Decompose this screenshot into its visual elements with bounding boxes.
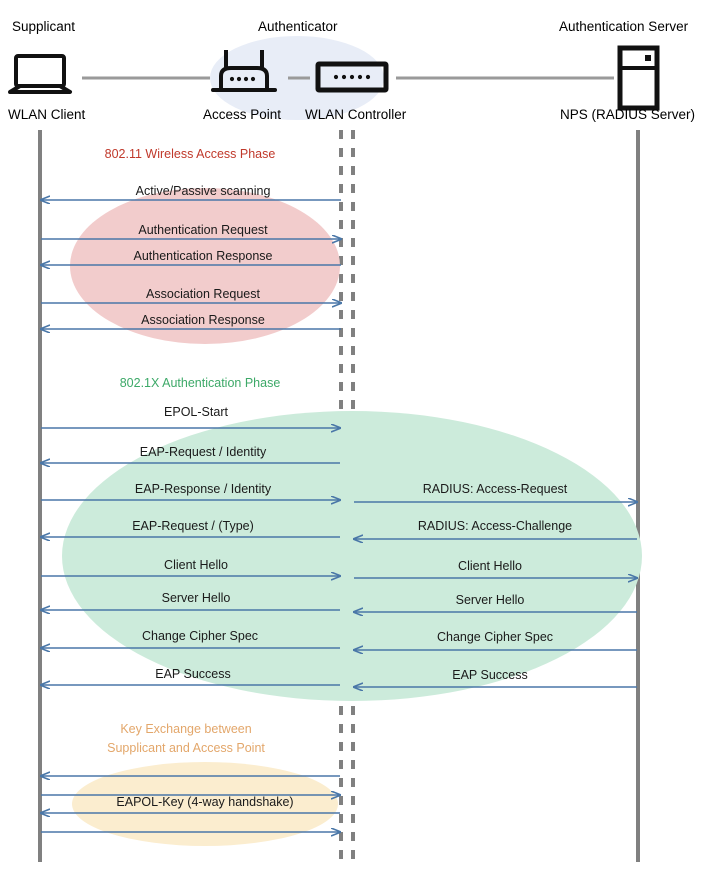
msg-label-eap-success-left: EAP Success (155, 667, 231, 681)
msg-label-server-hello-right: Server Hello (455, 593, 525, 607)
node-label-access-point: Access Point (203, 107, 282, 122)
msg-label-change-cipher-spec-right: Change Cipher Spec (436, 630, 554, 644)
phase-title-8021x: 802.1X Authentication Phase (119, 376, 281, 390)
msg-label-association-request: Association Request (146, 287, 260, 301)
msg-label-eap-success-right: EAP Success (452, 668, 528, 682)
msg-label-eap-request-identity: EAP-Request / Identity (139, 445, 267, 459)
phase-keyexchange-ellipse (72, 762, 338, 846)
msg-label-authentication-response: Authentication Response (133, 249, 273, 263)
node-label-nps-radius-server: NPS (RADIUS Server) (560, 107, 696, 122)
msg-label-authentication-request: Authentication Request (138, 223, 268, 237)
msg-label-radius-access-request: RADIUS: Access-Request (422, 482, 568, 496)
laptop-icon (8, 54, 72, 94)
msg-label-server-hello-left: Server Hello (161, 591, 231, 605)
msg-label-client-hello-left: Client Hello (164, 558, 228, 572)
wireless-router-icon (211, 50, 277, 92)
phase-keyexchange-arrows (41, 776, 340, 832)
msg-label-change-cipher-spec-left: Change Cipher Spec (141, 629, 259, 643)
phase-8021x-right-arrows (354, 502, 637, 687)
network-switch-icon (315, 61, 389, 93)
phase-title-80211: 802.11 Wireless Access Phase (104, 147, 276, 161)
phase-8021x-ellipse (62, 411, 642, 701)
node-label-wlan-client: WLAN Client (8, 107, 86, 122)
msg-label-radius-access-challenge: RADIUS: Access-Challenge (417, 519, 573, 533)
server-tower-icon (617, 45, 660, 111)
msg-label-client-hello-right: Client Hello (458, 559, 522, 573)
role-title-authenticator: Authenticator (258, 19, 338, 34)
msg-label-eap-response-identity: EAP-Response / Identity (134, 482, 272, 496)
msg-label-association-response: Association Response (141, 313, 265, 327)
msg-label-epol-start: EPOL-Start (164, 405, 228, 419)
msg-label-active-passive-scanning: Active/Passive scanning (135, 184, 271, 198)
msg-label-eap-request-type: EAP-Request / (Type) (132, 519, 254, 533)
role-title-authentication-server: Authentication Server (559, 19, 689, 34)
node-label-wlan-controller: WLAN Controller (305, 107, 407, 122)
msg-label-eapol-key-4way-handshake: EAPOL-Key (4-way handshake) (116, 795, 294, 809)
role-title-supplicant: Supplicant (12, 19, 76, 34)
phase-title-keyexchange-line1: Key Exchange between (120, 722, 252, 736)
phase-80211-ellipse (70, 188, 340, 344)
phase-8021x-left-arrows (41, 428, 340, 685)
phase-title-keyexchange-line2: Supplicant and Access Point (107, 741, 265, 755)
phase-80211-arrows (41, 200, 341, 329)
